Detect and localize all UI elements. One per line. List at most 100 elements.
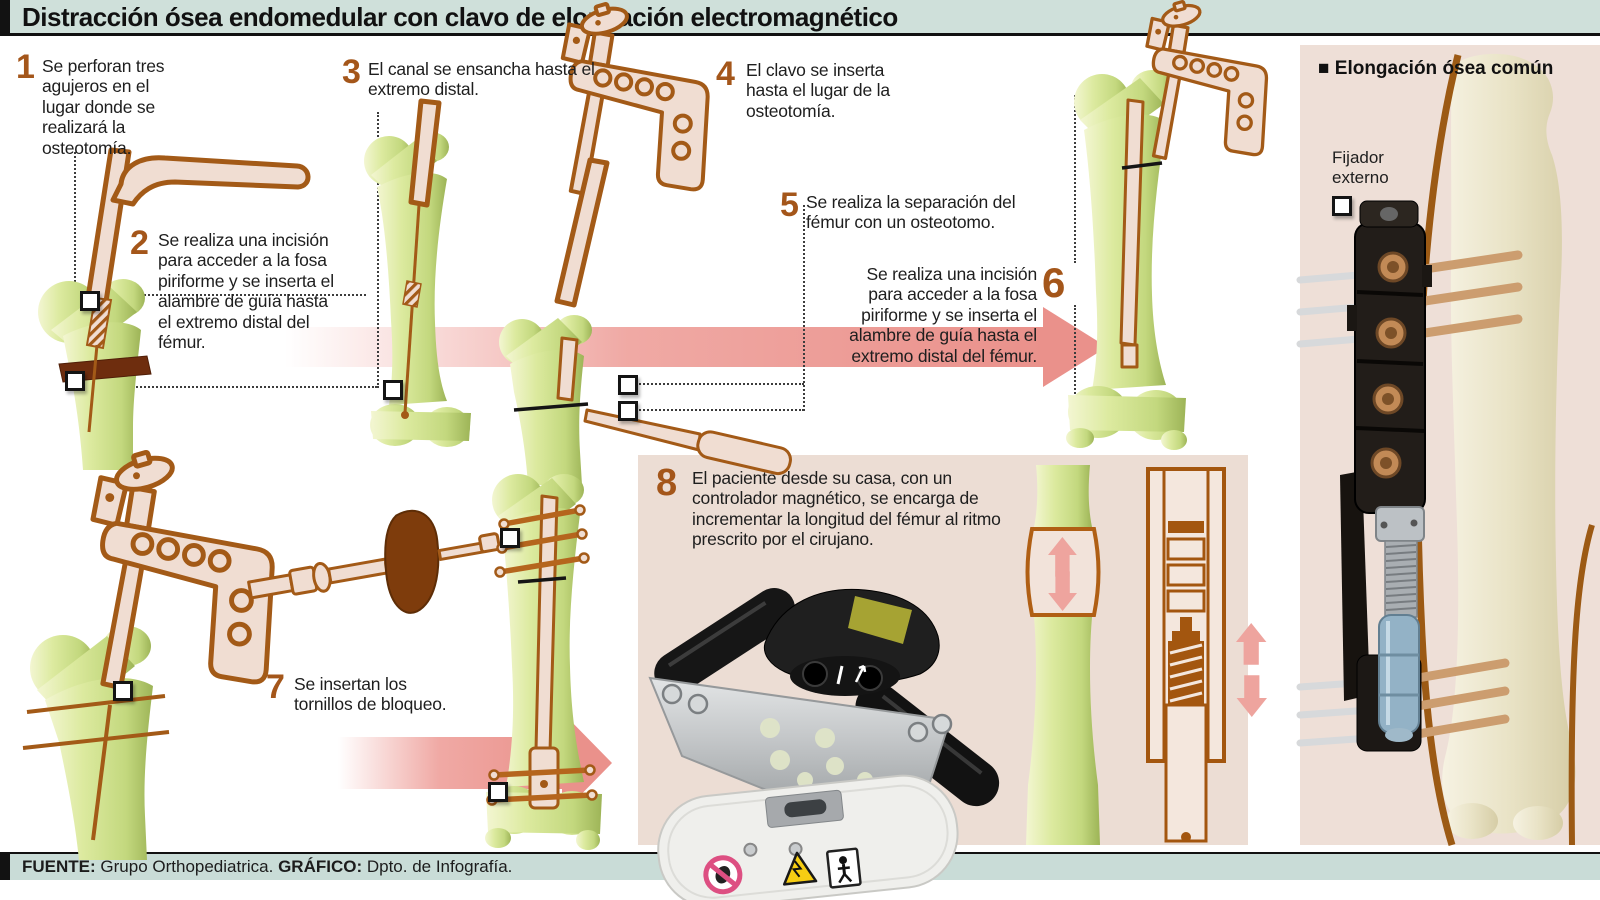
illustration-step1-femur <box>38 147 311 470</box>
intramedullary-nail <box>556 336 579 402</box>
step3-number: 3 <box>342 53 361 91</box>
osteotome-blade <box>583 408 702 452</box>
locking-wires <box>22 694 170 750</box>
step2-number: 2 <box>130 224 149 262</box>
person-label-icon <box>825 847 862 889</box>
dotted-line <box>1074 305 1076 405</box>
step1-text: Se perforan tres agujeros en el lugar do… <box>42 56 165 158</box>
button-glyph <box>836 665 844 685</box>
credit-label: GRÁFICO: <box>278 857 363 876</box>
marker-square <box>618 375 638 395</box>
arrow-up-icon <box>1236 623 1267 665</box>
step6-text: Se realiza una incisión para acceder a l… <box>849 264 1037 366</box>
nail-end-dot <box>1181 832 1191 842</box>
dotted-line <box>85 386 377 388</box>
fixator-device <box>1340 200 1432 752</box>
controller-button <box>802 661 828 687</box>
dotted-line <box>377 112 379 388</box>
right-panel-header-label: Elongación ósea común <box>1334 58 1554 79</box>
guide-sleeve-extension <box>554 157 610 308</box>
marker-square <box>488 782 508 802</box>
bone-upper-segment <box>1034 465 1092 527</box>
external-fixator-photo <box>1296 53 1595 847</box>
drill-handle <box>384 509 440 614</box>
bone-lower-segment <box>1026 617 1100 845</box>
page-title: Distracción ósea endomedular con clavo d… <box>22 2 898 32</box>
curved-handle <box>110 155 311 207</box>
nail-distal-segment <box>528 746 560 810</box>
illustration-step7-femur <box>485 474 602 850</box>
dotted-line <box>636 409 804 411</box>
marker-square <box>618 401 638 421</box>
plate-screws <box>661 683 953 743</box>
footer-notch <box>0 854 10 880</box>
source-label: FUENTE: <box>22 857 96 876</box>
drill-assembly <box>247 509 501 614</box>
osteotomy-line <box>1121 161 1163 170</box>
section-bullet-icon: ■ <box>1318 58 1330 79</box>
fixator-label: Fijador externo <box>1332 148 1389 188</box>
guide-wire <box>87 344 99 433</box>
illustration-step7-drill <box>22 450 501 860</box>
distraction-gap-diagram <box>1025 465 1101 845</box>
nail-schematic <box>1146 467 1267 843</box>
controller-label <box>848 596 912 644</box>
step5-number: 5 <box>780 186 799 224</box>
magnetic-controller-photo <box>648 587 1000 900</box>
dotted-line <box>803 205 805 411</box>
title-bar-notch <box>0 0 10 33</box>
step8-number: 8 <box>656 462 678 504</box>
marker-square <box>383 380 403 400</box>
nail-dot <box>540 780 548 788</box>
guide-sleeve <box>408 98 442 208</box>
dotted-line <box>636 383 804 385</box>
targeting-guide <box>93 452 272 688</box>
marker-square <box>65 371 85 391</box>
right-panel-header: ■ Elongación ósea común <box>1318 58 1553 80</box>
footer-credits: FUENTE: Grupo Orthopediatrica. GRÁFICO: … <box>22 857 512 877</box>
common-bone <box>1442 53 1576 834</box>
dotted-line <box>100 294 366 296</box>
nail-block <box>1168 521 1204 533</box>
step1-number: 1 <box>16 48 35 86</box>
arrow-down-icon <box>1236 675 1267 717</box>
marker-square <box>80 291 100 311</box>
inner-wire <box>91 704 112 841</box>
osteotomy-line <box>513 402 589 412</box>
illustration-step6-femur <box>1066 0 1269 450</box>
step4-text: El clavo se inserta hasta el lugar de la… <box>746 60 890 121</box>
osteotomy-line <box>517 576 567 584</box>
credit-value: Dpto. de Infografía. <box>366 857 513 876</box>
illustration-step3-femur <box>364 98 471 447</box>
nail-screw-mechanism <box>1168 641 1204 705</box>
button-arrow-glyph <box>854 664 867 683</box>
dotted-line <box>1074 95 1076 263</box>
wire-tip <box>401 411 409 419</box>
step4-number: 4 <box>716 55 735 93</box>
guide-wire <box>403 204 421 414</box>
step8-text: El paciente desde su casa, con un contro… <box>692 468 1001 550</box>
leg-contour-line2 <box>1568 524 1595 846</box>
step7-number: 7 <box>266 668 285 706</box>
step3-text: El canal se ensancha hasta el extremo di… <box>368 59 595 100</box>
nail-segment <box>1166 563 1206 587</box>
title-bar: Distracción ósea endomedular con clavo d… <box>0 0 1600 36</box>
step2-text: Se realiza una incisión para acceder a l… <box>158 230 334 353</box>
nail-segment <box>1166 589 1206 613</box>
distal-locking-screws <box>491 767 593 803</box>
screw-heads <box>494 504 590 578</box>
marker-square <box>500 528 520 548</box>
source-value: Grupo Orthopediatrica. <box>100 857 274 876</box>
step5-text: Se realiza la separación del fémur con u… <box>806 192 1016 233</box>
controller-left-handle <box>654 587 796 695</box>
step7-text: Se insertan los tornillos de bloqueo. <box>294 674 447 715</box>
warning-triangle-icon <box>782 851 818 886</box>
femur-proximal <box>30 626 153 860</box>
dotted-line <box>74 152 76 378</box>
nail-segment <box>1166 537 1206 561</box>
nail-telescoping-rod <box>1164 703 1208 843</box>
controller-base <box>657 774 959 900</box>
step6-number: 6 <box>1042 259 1066 306</box>
screw-heads-distal <box>486 764 598 806</box>
osteotome-handle <box>696 430 792 476</box>
